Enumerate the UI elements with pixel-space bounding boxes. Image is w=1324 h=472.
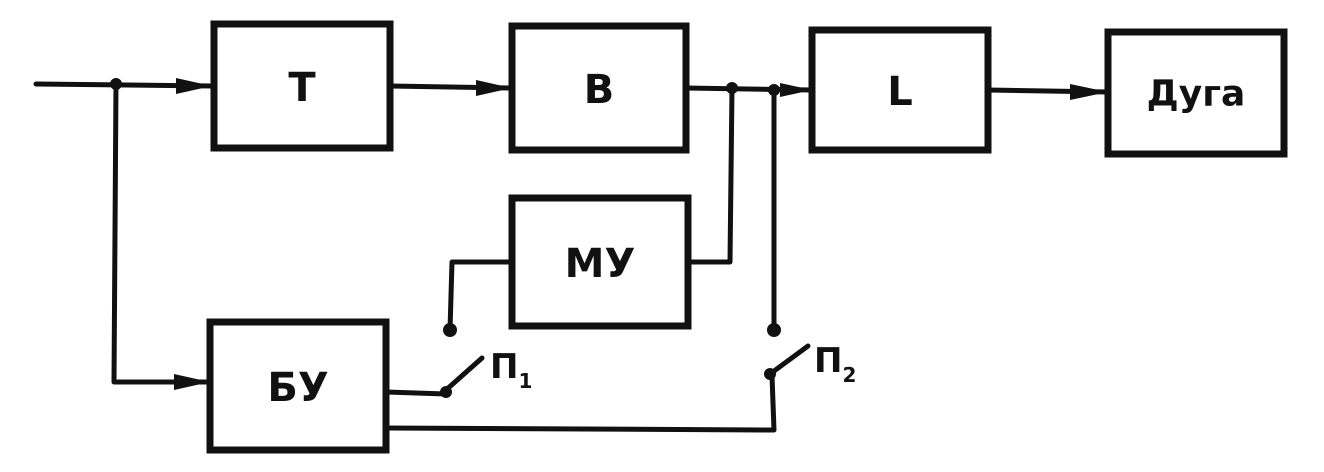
switch-p1-contact: [443, 323, 457, 337]
wire-bu-to-p2: [383, 373, 777, 433]
block-t-label: Т: [288, 65, 316, 111]
block-mu-label: МУ: [565, 241, 636, 287]
block-mu: МУ: [508, 194, 692, 330]
arrow-to-l: [780, 83, 812, 97]
junction-dot-mu-feed: [726, 82, 738, 94]
switch-p2-pivot: [764, 368, 776, 380]
switch-p1-index: 1: [518, 369, 532, 393]
block-l: L: [808, 26, 992, 154]
junction-dot-p2-feed: [768, 84, 780, 96]
arrow-to-arc: [1070, 84, 1108, 100]
switch-p1-blade: [443, 355, 485, 393]
arrow-to-t: [176, 78, 212, 94]
switch-p2-contact: [767, 323, 781, 337]
switch-p2-index: 2: [842, 363, 856, 387]
wire-input-to-bu: [111, 81, 213, 385]
switch-p1-label: П1: [490, 347, 532, 393]
block-arc-label: Дуга: [1147, 74, 1246, 115]
switch-p1-pivot: [440, 386, 452, 398]
block-v: В: [508, 22, 690, 154]
wire-mu-to-bl: [685, 85, 735, 265]
block-arc: Дуга: [1104, 28, 1288, 158]
block-v-label: В: [584, 67, 615, 113]
switch-p2-blade: [767, 343, 811, 377]
switch-p1-letter: П: [490, 347, 518, 387]
switch-p2-label: П2: [814, 341, 856, 387]
block-bu-label: БУ: [267, 365, 328, 411]
junction-dot-input: [110, 78, 122, 90]
wire-bu-to-p1: [383, 389, 449, 397]
block-t: Т: [210, 20, 394, 152]
arrow-to-bu: [174, 374, 210, 390]
arrow-to-b: [476, 80, 512, 96]
switch-p2-letter: П: [814, 341, 842, 381]
block-l-label: L: [887, 69, 913, 115]
block-bu: БУ: [206, 318, 390, 454]
wire-mu-to-p1: [447, 259, 515, 333]
